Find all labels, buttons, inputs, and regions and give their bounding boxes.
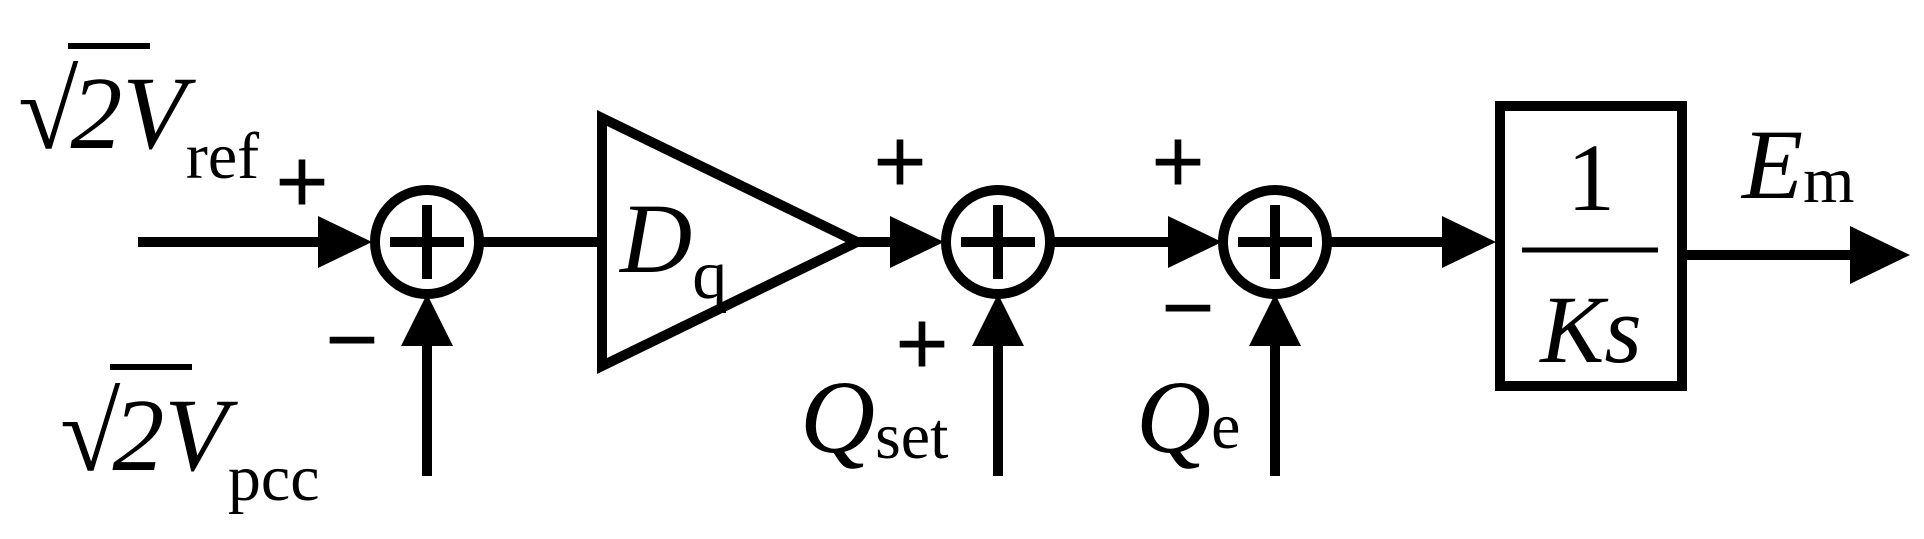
vref-label: √2Vref — [18, 50, 259, 193]
output-label: Em — [1740, 109, 1854, 220]
summer3-to-integrator-line — [1327, 216, 1496, 268]
sum3-minus-sign-bottom: − — [1161, 254, 1216, 361]
summing-junction-1 — [370, 185, 484, 299]
output-signal-line — [1682, 226, 1910, 284]
integrator-block — [1495, 101, 1687, 391]
vref-signal-line — [138, 216, 372, 268]
gain-block-dq — [597, 110, 869, 374]
vpcc-label: √2Vpcc — [60, 372, 320, 515]
sum2-plus-sign-bottom: + — [895, 290, 950, 397]
qset-var: Q — [800, 360, 875, 475]
summer2-to-summer3-line — [1050, 216, 1222, 268]
vpcc-root: √ — [60, 372, 121, 494]
vpcc-coef: 2 — [112, 378, 164, 493]
gain-var: D — [618, 183, 692, 294]
sum3-plus-sign-left: + — [1151, 108, 1206, 215]
qset-label: Qset — [800, 360, 948, 475]
integrator-denominator: Ks — [1538, 276, 1641, 383]
output-var: E — [1740, 109, 1803, 220]
qe-signal-line — [1249, 294, 1301, 476]
summing-junction-2 — [941, 185, 1055, 299]
vpcc-var: V — [164, 378, 238, 493]
summing-junction-3 — [1218, 185, 1332, 299]
vref-root: √ — [18, 50, 79, 172]
gain-to-summer2-line — [857, 216, 944, 268]
sum1-minus-sign: − — [325, 286, 380, 393]
sum1-plus-sign: + — [275, 128, 330, 235]
output-sub: m — [1803, 144, 1854, 217]
gain-sub: q — [692, 237, 727, 314]
qset-sub: set — [875, 400, 948, 473]
vpcc-sub: pcc — [228, 442, 320, 515]
integrator-numerator: 1 — [1567, 124, 1615, 231]
qe-var: Q — [1136, 360, 1211, 475]
vref-coef: 2 — [70, 56, 122, 171]
sum2-plus-sign-left: + — [873, 108, 928, 215]
qe-sub: e — [1211, 390, 1240, 463]
vref-sub: ref — [186, 120, 259, 193]
qe-label: Qe — [1136, 360, 1240, 475]
vpcc-signal-line — [401, 294, 453, 476]
vref-var: V — [122, 56, 196, 171]
gain-label: Dq — [618, 183, 727, 314]
qset-signal-line — [972, 294, 1024, 476]
